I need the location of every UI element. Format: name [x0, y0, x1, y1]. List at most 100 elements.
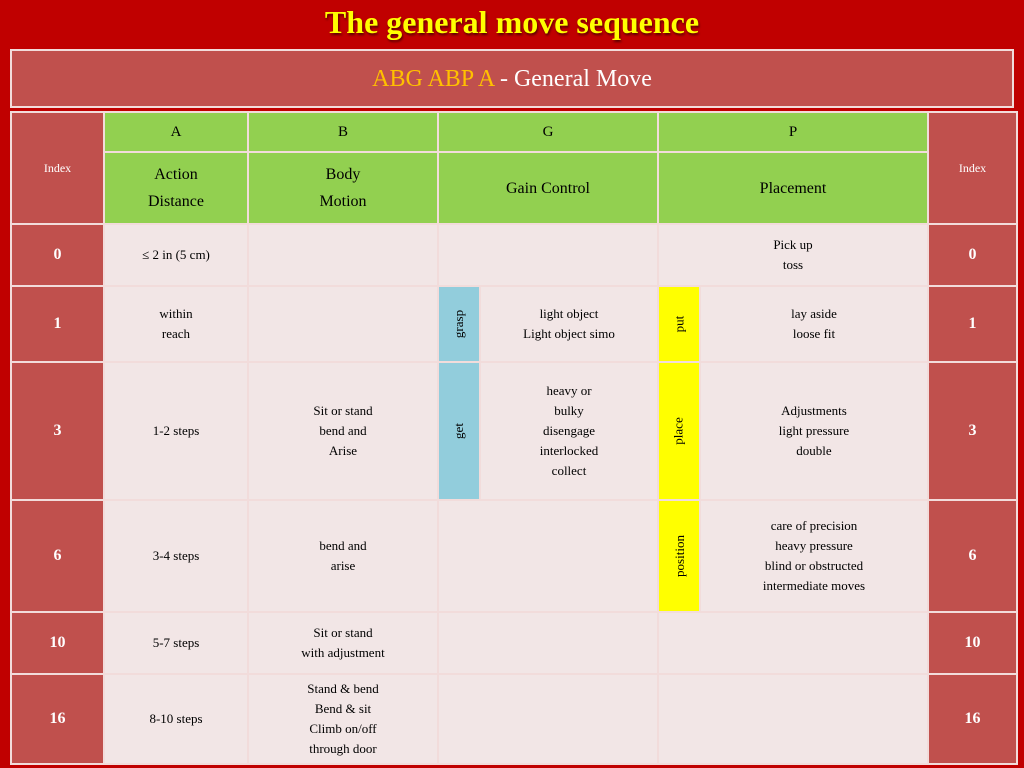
- table-row: 6 3-4 steps bend and arise position care …: [10, 499, 1018, 613]
- cell-a: 5-7 steps: [103, 611, 249, 675]
- cell-line: Adjustments: [781, 403, 847, 418]
- cell-g: heavy or bulky disengage interlocked collect: [479, 361, 659, 501]
- cell-line: within: [159, 306, 193, 321]
- cell-p: Pick up toss: [657, 223, 929, 287]
- cell-line: care of precision: [770, 518, 858, 533]
- cell-line: loose fit: [792, 326, 836, 341]
- cell-g: [437, 673, 659, 765]
- cell-g: [437, 611, 659, 675]
- index-header-left: Index: [10, 111, 105, 225]
- cell-line: intermediate moves: [762, 578, 866, 593]
- cell-line: interlocked: [539, 443, 599, 458]
- g-tag-grasp: grasp: [437, 285, 481, 363]
- row-index-right: 1: [927, 285, 1018, 363]
- cell-line: Sit or stand: [313, 625, 373, 640]
- cell-line: Climb on/off: [309, 721, 377, 736]
- col-b-line2: Motion: [319, 193, 367, 210]
- p-tag-label: place: [670, 417, 686, 445]
- row-index-right: 16: [927, 673, 1018, 765]
- row-index-left: 0: [10, 223, 105, 287]
- cell-line: heavy pressure: [775, 538, 853, 553]
- col-b-line1: Body: [325, 166, 361, 183]
- cell-line: collect: [551, 463, 587, 478]
- cell-b: Sit or stand with adjustment: [247, 611, 439, 675]
- row-index-left: 1: [10, 285, 105, 363]
- row-index-left: 3: [10, 361, 105, 501]
- index-header-right: Index: [927, 111, 1018, 225]
- cell-a: ≤ 2 in (5 cm): [103, 223, 249, 287]
- cell-g: [437, 499, 659, 613]
- p-tag-place: place: [657, 361, 701, 501]
- cell-line: double: [796, 443, 832, 458]
- col-a-line1: Action: [154, 166, 198, 183]
- cell-line: 5-7 steps: [152, 635, 200, 650]
- p-tag-label: put: [671, 315, 686, 333]
- cell-a: 1-2 steps: [103, 361, 249, 501]
- cell-line: arise: [330, 558, 356, 573]
- cell-b: [247, 285, 439, 363]
- row-index-right: 6: [927, 499, 1018, 613]
- g-tag-label: get: [450, 423, 466, 439]
- cell-line: through door: [309, 741, 377, 756]
- col-a-line2: Distance: [148, 193, 204, 210]
- cell-line: light pressure: [778, 423, 850, 438]
- g-tag-label: grasp: [450, 309, 466, 339]
- cell-line: Sit or stand: [313, 403, 373, 418]
- caption-code: ABG ABP A: [372, 66, 494, 92]
- cell-g: [437, 223, 659, 287]
- cell-line: blind or obstructed: [764, 558, 864, 573]
- cell-a: 8-10 steps: [103, 673, 249, 765]
- row-index-left: 10: [10, 611, 105, 675]
- cell-b: bend and arise: [247, 499, 439, 613]
- row-index-right: 10: [927, 611, 1018, 675]
- cell-line: Stand & bend: [307, 681, 379, 696]
- cell-line: 1-2 steps: [152, 423, 200, 438]
- col-g-letter: G: [437, 111, 659, 153]
- cell-line: 8-10 steps: [149, 711, 203, 726]
- cell-line: bend and: [319, 423, 367, 438]
- col-a-letter: A: [103, 111, 249, 153]
- cell-line: ≤ 2 in (5 cm): [142, 247, 210, 262]
- cell-line: Pick up: [773, 237, 813, 252]
- cell-p: [657, 611, 929, 675]
- cell-line: toss: [782, 257, 804, 272]
- col-g-label: Gain Control: [437, 151, 659, 225]
- table-caption: ABG ABP A - General Move: [10, 49, 1014, 108]
- row-index-left: 6: [10, 499, 105, 613]
- cell-line: Arise: [328, 443, 358, 458]
- cell-line: lay aside: [791, 306, 837, 321]
- cell-line: Bend & sit: [314, 701, 372, 716]
- cell-line: Light object simo: [523, 326, 615, 341]
- p-tag-put: put: [657, 285, 701, 363]
- col-p-label: Placement: [657, 151, 929, 225]
- col-b-letter: B: [247, 111, 439, 153]
- cell-line: disengage: [543, 423, 595, 438]
- cell-p: Adjustments light pressure double: [699, 361, 929, 501]
- table-row: 10 5-7 steps Sit or stand with adjustment…: [10, 611, 1018, 675]
- row-index-left: 16: [10, 673, 105, 765]
- slide-title: The general move sequence: [324, 4, 700, 40]
- col-p-letter: P: [657, 111, 929, 153]
- cell-p: care of precision heavy pressure blind or …: [699, 499, 929, 613]
- row-index-right: 3: [927, 361, 1018, 501]
- cell-a: 3-4 steps: [103, 499, 249, 613]
- cell-p: lay aside loose fit: [699, 285, 929, 363]
- cell-line: 3-4 steps: [152, 548, 200, 563]
- cell-line: heavy or: [546, 383, 592, 398]
- cell-b: [247, 223, 439, 287]
- cell-line: bend and: [319, 538, 367, 553]
- caption-label: General Move: [513, 66, 652, 92]
- p-tag-position: position: [657, 499, 701, 613]
- cell-line: with adjustment: [301, 645, 385, 660]
- cell-line: bulky: [554, 403, 584, 418]
